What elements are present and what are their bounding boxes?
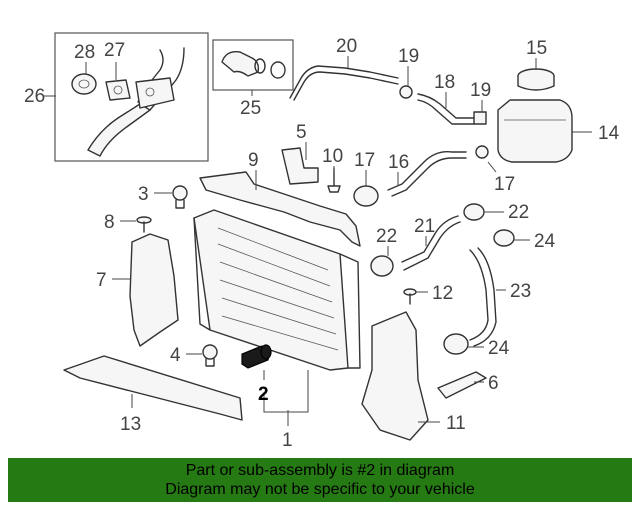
callout-22-right: 22 xyxy=(508,202,529,223)
callout-7: 7 xyxy=(96,270,107,291)
part-24-clamp-b xyxy=(443,333,469,355)
banner-line-2: Diagram may not be specific to your vehi… xyxy=(165,481,475,498)
radiator-parts-diagram: 26 28 27 25 20 19 18 19 15 14 5 10 9 17 … xyxy=(24,32,620,451)
part-14-reservoir xyxy=(497,99,573,163)
callout-27: 27 xyxy=(104,40,125,61)
callout-13: 13 xyxy=(120,414,141,435)
part-4-fastener xyxy=(202,344,218,367)
part-24-clamp-a xyxy=(493,229,515,247)
leader-lines xyxy=(44,56,592,426)
part-19-clamp-a xyxy=(399,85,413,99)
callout-25: 25 xyxy=(240,98,261,119)
part-8-pin xyxy=(136,216,152,233)
banner-line-1: Part or sub-assembly is #2 in diagram xyxy=(185,462,455,479)
callout-18: 18 xyxy=(434,72,455,93)
callout-15: 15 xyxy=(526,38,547,59)
part-1-radiator xyxy=(193,209,361,371)
callout-3: 3 xyxy=(138,184,149,205)
part-17-clamp xyxy=(353,185,379,207)
callout-11: 11 xyxy=(446,413,466,434)
callout-19-right: 19 xyxy=(470,80,491,101)
part-21-hose xyxy=(401,215,459,263)
part-22-clamp-b xyxy=(463,203,485,221)
callout-labels: 26 28 27 25 20 19 18 19 15 14 5 10 9 17 … xyxy=(24,36,620,451)
callout-23: 23 xyxy=(510,281,531,302)
part-11-side-baffle xyxy=(361,311,429,441)
part-15-cap xyxy=(517,68,555,91)
part-2-highlight xyxy=(241,344,272,369)
callout-24-bottom: 24 xyxy=(488,338,510,359)
part-16-hose xyxy=(387,151,467,191)
callout-4: 4 xyxy=(170,345,181,366)
part-3-fastener xyxy=(172,185,188,209)
part-22-clamp-a xyxy=(370,255,394,277)
callout-21: 21 xyxy=(414,216,435,237)
callout-14: 14 xyxy=(598,123,620,144)
part-20-hose xyxy=(289,65,399,99)
callout-9: 9 xyxy=(248,150,259,171)
callout-16: 16 xyxy=(388,152,409,173)
part-5-bracket xyxy=(281,147,319,185)
callout-10: 10 xyxy=(322,146,343,167)
part-25-hose-group xyxy=(212,39,294,91)
callout-28: 28 xyxy=(74,42,95,63)
callout-1: 1 xyxy=(282,430,293,451)
part-19-clamp-b xyxy=(473,111,487,125)
callout-17-left: 17 xyxy=(354,150,375,171)
callout-26: 26 xyxy=(24,86,45,107)
callout-19-top: 19 xyxy=(398,46,419,67)
callout-6: 6 xyxy=(488,373,499,394)
part-13-lower-deflector xyxy=(63,355,243,421)
info-banner: Part or sub-assembly is #2 in diagram Di… xyxy=(8,458,632,502)
callout-2: 2 xyxy=(258,384,269,405)
callout-20: 20 xyxy=(336,36,357,57)
part-12-pin xyxy=(403,288,417,305)
callout-17-right: 17 xyxy=(494,174,515,195)
part-23-hose xyxy=(469,249,489,341)
callout-8: 8 xyxy=(104,212,115,233)
callout-5: 5 xyxy=(296,122,307,143)
part-18-hose xyxy=(417,93,475,119)
callout-22-left: 22 xyxy=(376,226,397,247)
part-7-side-deflector xyxy=(129,233,179,347)
callout-24-top: 24 xyxy=(534,231,556,252)
part-9-upper-baffle xyxy=(199,171,361,247)
part-6-bracket xyxy=(437,371,487,399)
callout-12: 12 xyxy=(432,283,453,304)
inset-box-thermostat xyxy=(54,32,209,162)
